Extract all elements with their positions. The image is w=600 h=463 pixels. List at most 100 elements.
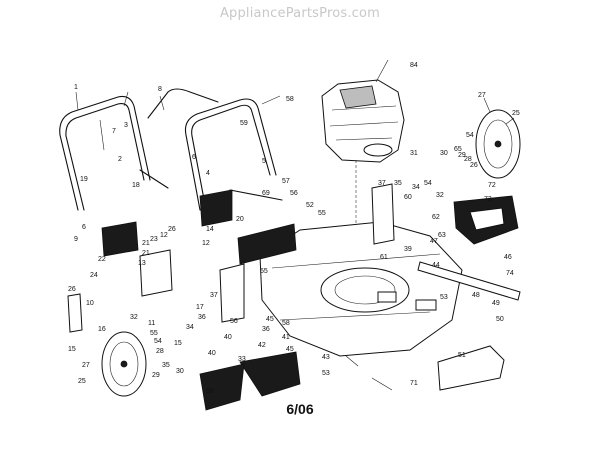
callout-c12a: 12	[160, 232, 168, 239]
callout-c1: 1	[74, 84, 78, 91]
callout-c21b: 21	[142, 250, 150, 257]
callout-c54a: 54	[466, 132, 474, 139]
callout-c62: 62	[432, 214, 440, 221]
callout-c57: 57	[282, 178, 290, 185]
callout-c48: 48	[472, 292, 480, 299]
callout-c52: 52	[306, 202, 314, 209]
callout-c44: 44	[432, 262, 440, 269]
callout-c6b: 6	[82, 224, 86, 231]
right-side-bracket	[371, 183, 395, 245]
callout-c34b: 34	[186, 324, 194, 331]
callout-c35: 35	[394, 180, 402, 187]
callout-c20: 20	[236, 216, 244, 223]
callout-c39: 39	[404, 246, 412, 253]
callout-c55c: 55	[150, 330, 158, 337]
leader-lines	[75, 59, 515, 391]
callout-c3: 3	[124, 122, 128, 129]
callout-c55b: 55	[260, 268, 268, 275]
rear-baffle	[437, 345, 505, 391]
callout-c18: 18	[132, 182, 140, 189]
callout-c53b: 53	[322, 370, 330, 377]
handle-upper-right	[184, 98, 277, 211]
callout-c54c: 54	[154, 338, 162, 345]
callout-c58: 58	[286, 96, 294, 103]
handle-lower-bars	[139, 169, 283, 201]
callout-c8: 8	[158, 86, 162, 93]
callout-c16: 16	[98, 326, 106, 333]
callout-c49: 49	[492, 300, 500, 307]
watermark: AppliancePartsPros.com	[219, 6, 381, 21]
left-mud-flap	[67, 293, 83, 333]
callout-c45b: 45	[286, 346, 294, 353]
callout-c65: 65	[454, 146, 462, 153]
wheel-rear-right	[475, 109, 521, 179]
callout-c5: 5	[262, 158, 266, 165]
callout-c26c: 26	[68, 286, 76, 293]
callout-c40b: 40	[208, 350, 216, 357]
callout-c32: 32	[436, 192, 444, 199]
callout-c27b: 27	[82, 362, 90, 369]
callout-c60: 60	[404, 194, 412, 201]
callout-c37a: 37	[378, 180, 386, 187]
callout-c17: 17	[196, 304, 204, 311]
rear-door-plate	[453, 195, 519, 245]
callout-c59: 59	[240, 120, 248, 127]
callout-c45a: 45	[266, 316, 274, 323]
callout-c34a: 34	[412, 184, 420, 191]
callout-c15b: 15	[174, 340, 182, 347]
callout-c22: 22	[98, 256, 106, 263]
callout-c14: 14	[206, 226, 214, 233]
callout-c54b: 54	[424, 180, 432, 187]
callout-c27a: 27	[478, 92, 486, 99]
callout-c13: 13	[138, 260, 146, 267]
mower-deck	[259, 221, 463, 357]
callout-c24: 24	[90, 272, 98, 279]
callout-c55a: 55	[318, 210, 326, 217]
callout-c11: 11	[148, 320, 156, 327]
callout-c12b: 12	[202, 240, 210, 247]
callout-c56b: 56	[230, 318, 238, 325]
callout-c23: 23	[150, 236, 158, 243]
callout-c7: 7	[112, 128, 116, 135]
callout-c37b: 37	[210, 292, 218, 299]
height-adjuster-left	[139, 249, 173, 297]
callout-c29: 29	[458, 152, 466, 159]
front-skirt-left	[101, 221, 139, 257]
wheel-front-left	[101, 331, 147, 397]
callout-c47: 47	[430, 238, 438, 245]
rear-shield	[199, 189, 233, 227]
callout-c51: 51	[458, 352, 466, 359]
callout-c26a: 26	[470, 162, 478, 169]
callout-c43: 43	[322, 354, 330, 361]
callout-c10: 10	[86, 300, 94, 307]
callout-c36a: 36	[198, 314, 206, 321]
callout-c4: 4	[206, 170, 210, 177]
callout-c21a: 21	[142, 240, 150, 247]
height-adjuster-right	[219, 263, 245, 323]
callout-c25b: 25	[78, 378, 86, 385]
callout-c63: 63	[438, 232, 446, 239]
callout-c32b: 32	[130, 314, 138, 321]
callout-c19: 19	[80, 176, 88, 183]
callout-c26b: 26	[168, 226, 176, 233]
callout-c58b: 58	[282, 320, 290, 327]
callout-c71: 71	[410, 380, 418, 387]
callout-c46: 46	[504, 254, 512, 261]
callout-c72: 72	[488, 182, 496, 189]
callout-c6a: 6	[192, 154, 196, 161]
callout-c73: 73	[484, 196, 492, 203]
callout-c28b: 28	[156, 348, 164, 355]
page-footer: 6/06	[286, 401, 314, 417]
callout-c29b: 29	[152, 372, 160, 379]
callout-c36b: 36	[262, 326, 270, 333]
callout-c40a: 40	[224, 334, 232, 341]
callout-c42: 42	[258, 342, 266, 349]
blade	[417, 261, 521, 301]
callout-c41: 41	[282, 334, 290, 341]
callout-c30: 30	[440, 150, 448, 157]
handle-upper-left	[59, 95, 151, 211]
control-bar	[147, 88, 219, 119]
side-shield	[237, 223, 297, 265]
callout-c35b: 35	[162, 362, 170, 369]
